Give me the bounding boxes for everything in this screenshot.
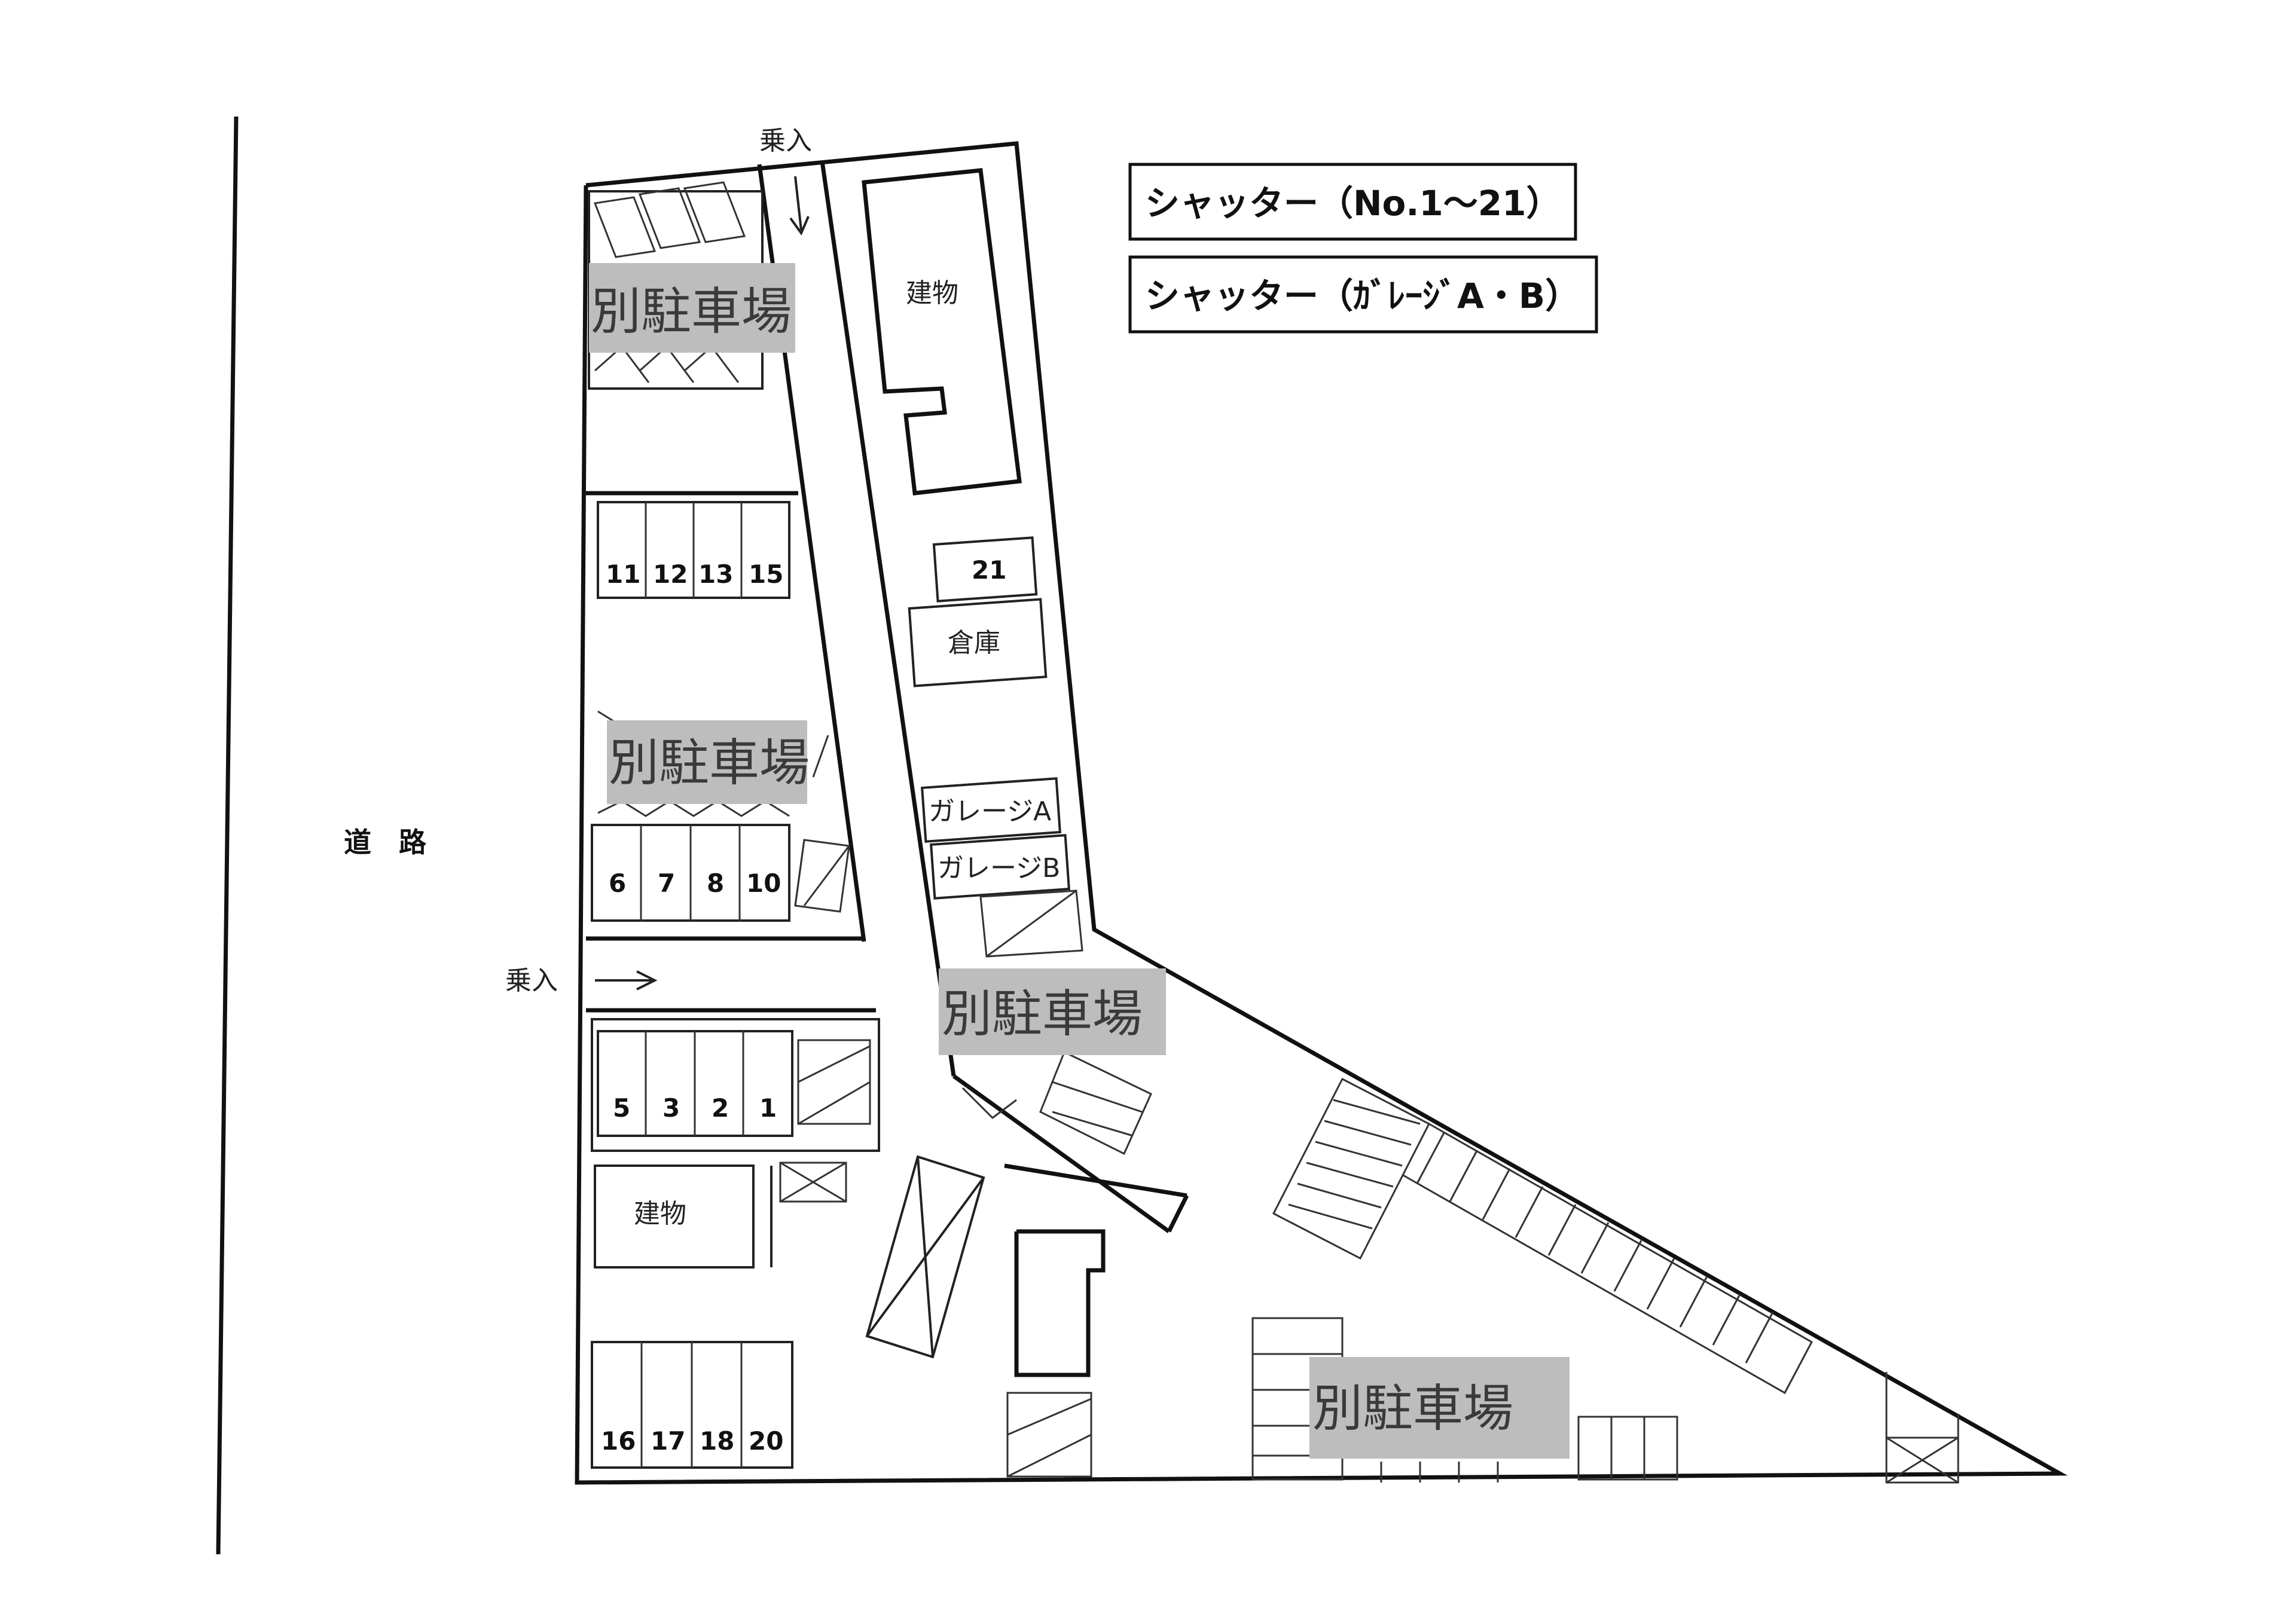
space-10: 10	[746, 869, 781, 898]
garage-b-label: ガレージB	[938, 853, 1060, 884]
warehouse	[908, 598, 1048, 687]
space-12: 12	[653, 560, 688, 589]
space-7: 7	[658, 869, 675, 898]
building-bottom	[594, 1164, 755, 1269]
space-2: 2	[712, 1093, 729, 1123]
entrance-top-arrow	[794, 176, 802, 231]
separate-parking-badge	[589, 263, 795, 353]
shutter-marker	[797, 1039, 871, 1125]
parking-block-lower	[591, 1018, 880, 1152]
driveway-edge	[820, 161, 956, 1077]
space-21: 21	[972, 555, 1006, 585]
driveway-edge	[952, 1074, 1171, 1233]
space-20: 20	[749, 1426, 783, 1456]
space-15: 15	[749, 560, 783, 589]
legend-item-2: シャッター（ｶﾞﾚｰｼﾞA・B）	[1145, 276, 1580, 316]
parking-space-21	[932, 536, 1038, 603]
legend-box-1	[1128, 163, 1577, 241]
parking-stall-diagonal	[1272, 1077, 1813, 1395]
building-top-column	[862, 168, 1022, 496]
shutter-marker	[794, 839, 850, 913]
shutter-marker	[1885, 1372, 1959, 1484]
garage-b	[929, 834, 1070, 900]
space-17: 17	[651, 1426, 685, 1456]
legend-box-2	[1128, 255, 1598, 334]
entrance-top-label: 乗入	[759, 126, 812, 156]
driveway-edge	[1004, 1163, 1187, 1198]
shutter-marker	[865, 1155, 985, 1359]
road-line	[216, 116, 239, 1555]
space-3: 3	[662, 1093, 680, 1123]
separate-parking-center-label: 別駐車場	[942, 985, 1143, 1043]
separate-parking-badge	[607, 720, 807, 804]
shutter-marker	[779, 1162, 847, 1203]
separate-parking-top-label: 別駐車場	[591, 282, 792, 341]
shutter-marker	[979, 890, 1083, 958]
parking-stall-group	[961, 1050, 1152, 1156]
building-bottom-label: 建物	[634, 1199, 686, 1229]
separate-parking-badge	[939, 968, 1166, 1055]
space-13: 13	[698, 560, 733, 589]
legend-item-1: シャッター（No.1～21）	[1145, 183, 1561, 224]
shutter-marker	[1006, 1392, 1092, 1478]
space-8: 8	[707, 869, 724, 898]
garage-a-label: ガレージA	[929, 796, 1051, 827]
space-5: 5	[613, 1093, 630, 1123]
separate-parking-bottom-label: 別駐車場	[1312, 1379, 1513, 1438]
entrance-left-label: 乗入	[505, 965, 558, 996]
garage-a	[920, 777, 1061, 843]
space-1: 1	[759, 1093, 777, 1123]
space-16: 16	[601, 1426, 636, 1456]
space-18: 18	[700, 1426, 734, 1456]
separate-parking-badge	[1309, 1357, 1570, 1459]
site-boundary	[575, 141, 2068, 1485]
driveway-edge	[1167, 1194, 1189, 1233]
separate-parking-middle-label: 別駐車場	[609, 733, 810, 792]
road-label: 道 路	[344, 826, 427, 858]
warehouse-label: 倉庫	[948, 628, 1000, 658]
structure-outline	[1014, 1229, 1106, 1377]
building-top-label: 建物	[906, 278, 958, 308]
space-11: 11	[606, 560, 640, 589]
space-6: 6	[609, 869, 626, 898]
